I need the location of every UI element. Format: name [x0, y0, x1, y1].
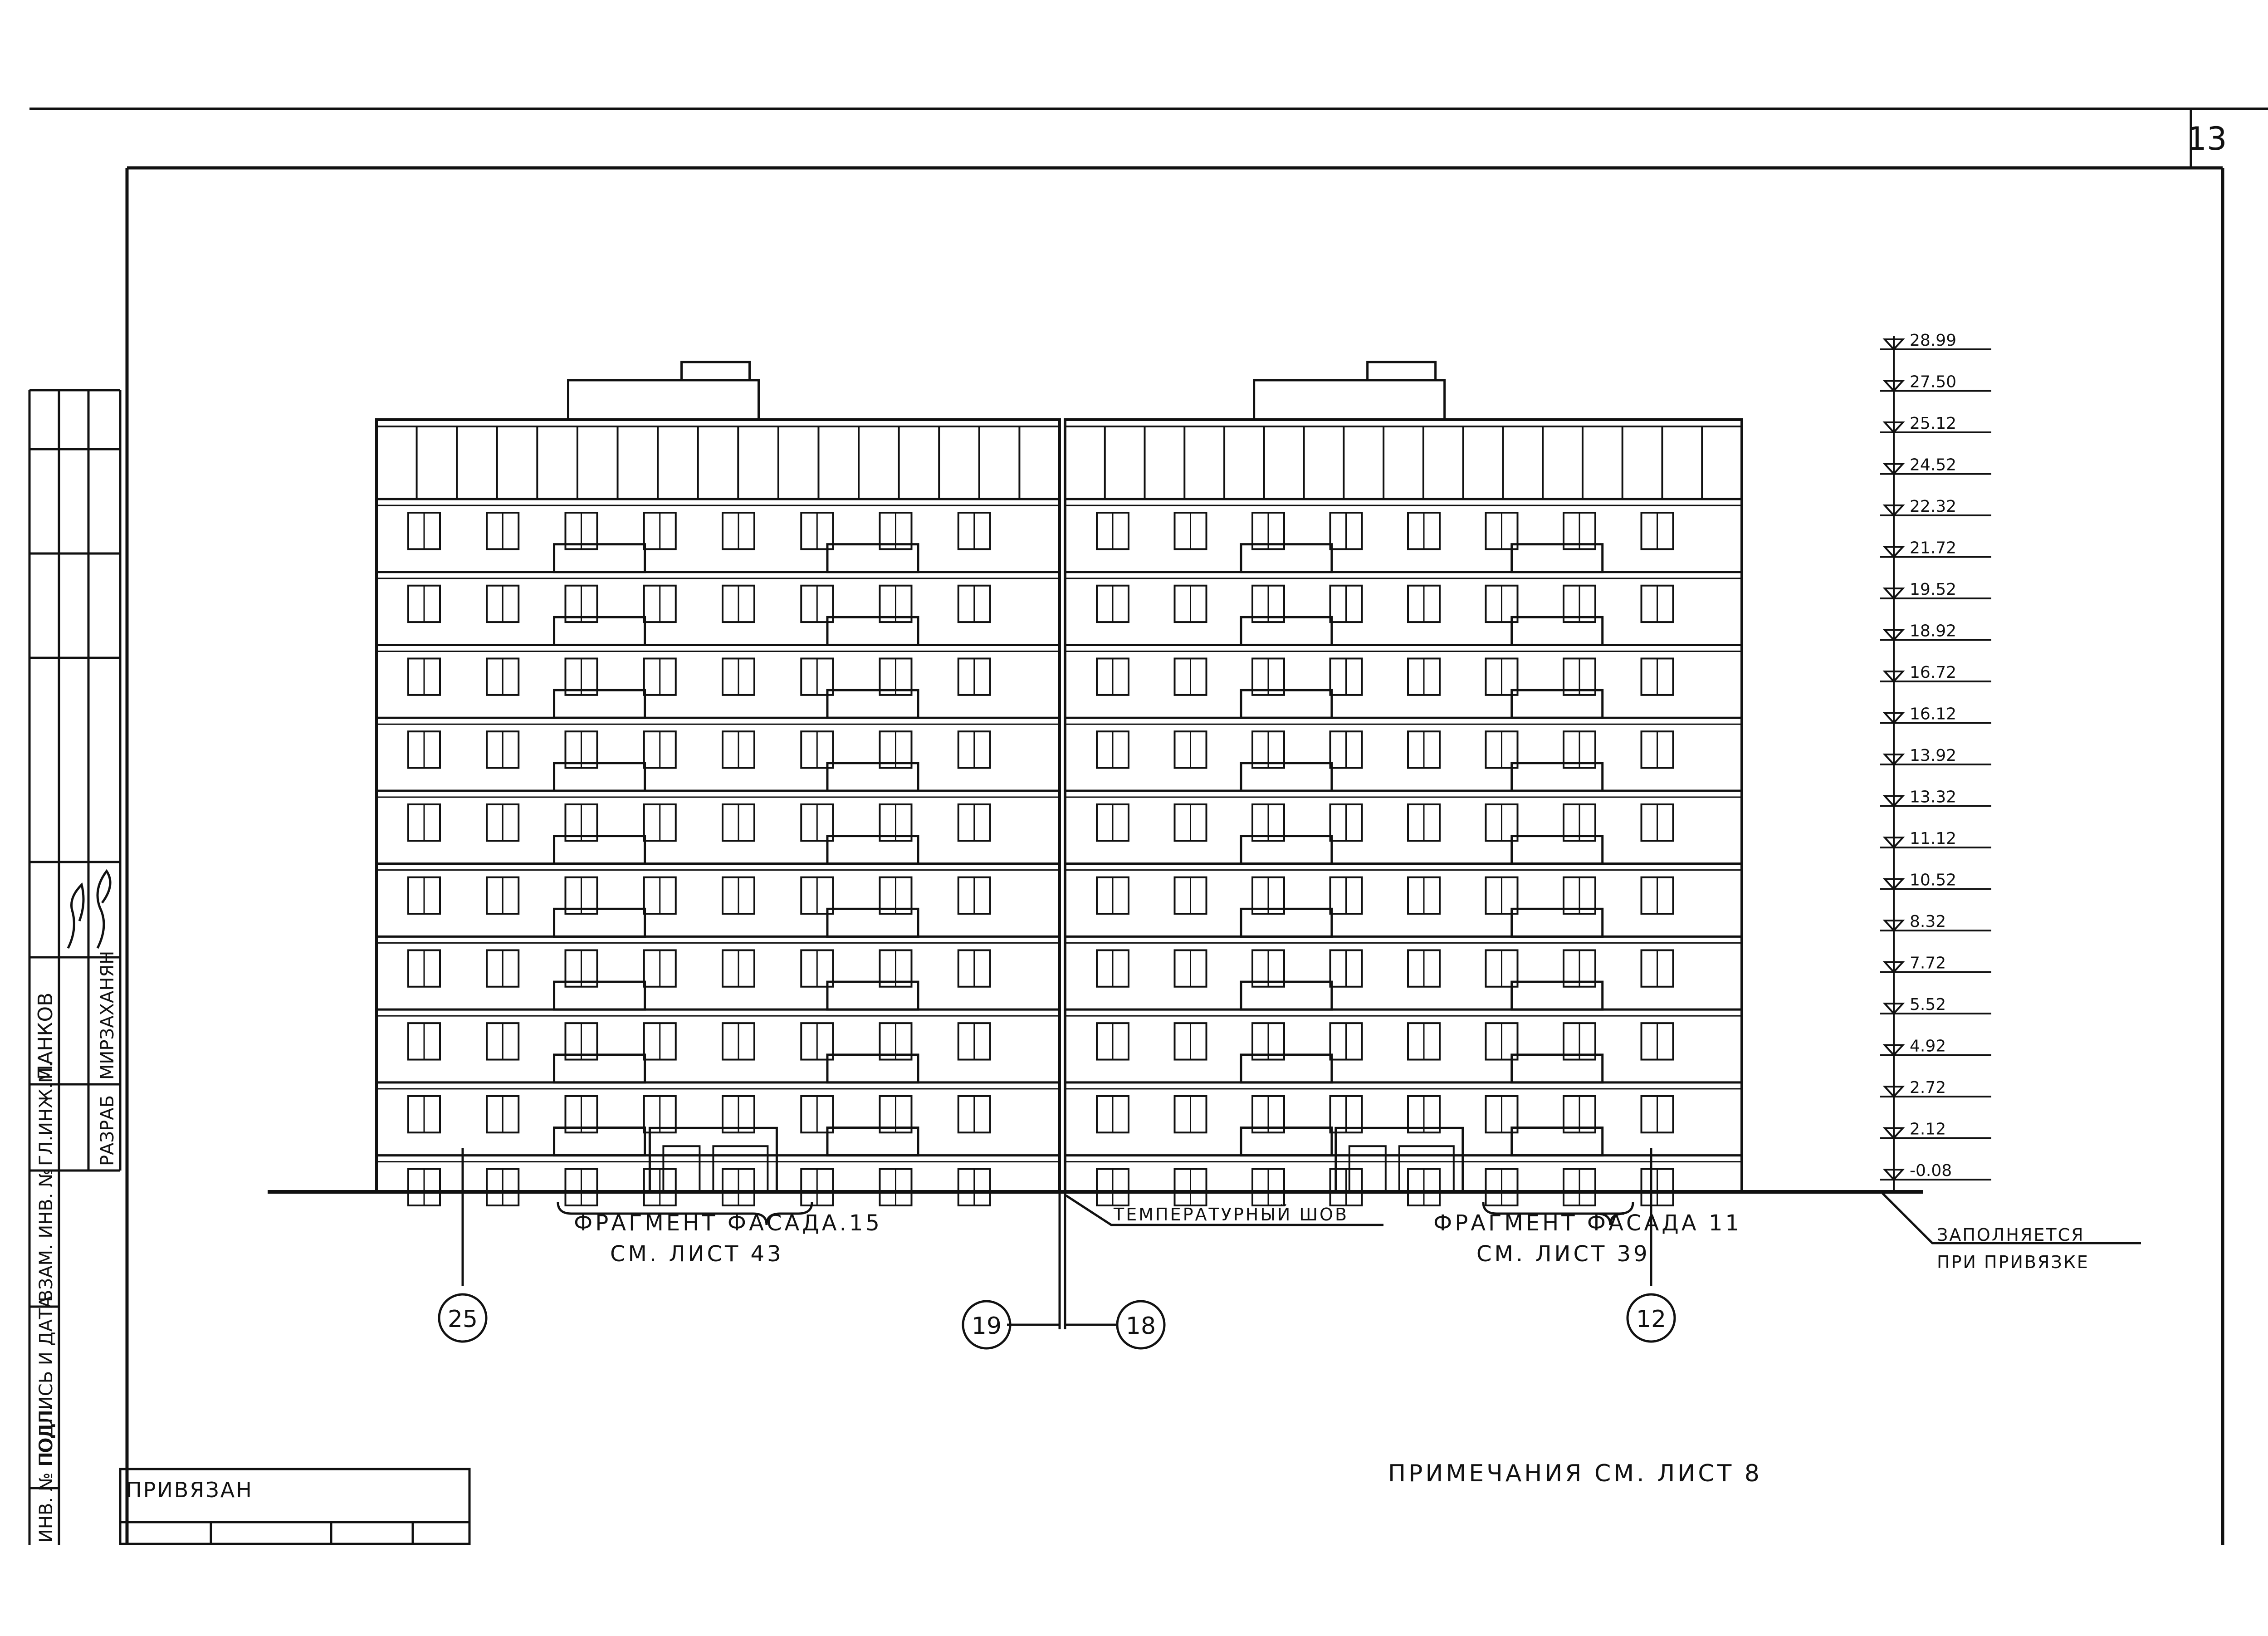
stamp-inv: ИНВ. № ПОДЛ.: [36, 1405, 57, 1543]
axis-markers: [438, 1293, 1676, 1350]
stamp-developer: РАЗРАБ: [97, 1095, 118, 1166]
roof-superstructure: [567, 379, 760, 421]
elevation-label: 5.52: [1910, 995, 1946, 1014]
elevation-label: 13.92: [1910, 746, 1956, 765]
signature-2: [96, 869, 112, 949]
title-block-tied: ПРИВЯЗАН: [126, 1478, 253, 1502]
axis-circle-25: [438, 1293, 488, 1343]
axis-label-25: 25: [448, 1306, 478, 1333]
elevation-label: 11.12: [1910, 829, 1956, 848]
roof-superstructure: [1253, 379, 1446, 421]
elevation-label: 2.72: [1910, 1078, 1946, 1097]
fragment-left-line2: СМ. ЛИСТ 43: [610, 1241, 784, 1267]
stamp-chief-eng: ГЛ.ИНЖ.М.: [36, 1062, 57, 1166]
notes-text: ПРИМЕЧАНИЯ СМ. ЛИСТ 8: [1388, 1460, 1762, 1487]
elevation-label: 19.52: [1910, 580, 1956, 599]
axis-label-18: 18: [1126, 1313, 1156, 1340]
elevation-label: 7.72: [1910, 954, 1946, 973]
title-block: [119, 1468, 471, 1545]
fragment-right-line1: ФРАГМЕНТ ФАСАДА 11: [1433, 1210, 1742, 1236]
facade-section-1: [375, 418, 1061, 1193]
facade-section-2: [1064, 418, 1743, 1193]
elevation-label: 16.72: [1910, 663, 1956, 682]
stamp-swap-inv: ВЗАМ. ИНВ. №: [36, 1168, 57, 1302]
elevation-label: 22.32: [1910, 497, 1956, 516]
elevation-label: 18.92: [1910, 622, 1956, 641]
elevation-scale: 28.99 27.50 25.12 24.52 22.32 21.72 19.52 18.92…: [1880, 331, 1991, 1193]
elevation-label: 13.32: [1910, 788, 1956, 807]
roof-vent: [680, 361, 751, 382]
sheet-number: 13: [2186, 120, 2227, 157]
elevation-label: 28.99: [1910, 331, 1956, 350]
elevation-label: 21.72: [1910, 539, 1956, 558]
elevation-label: 25.12: [1910, 414, 1956, 433]
elevation-label: 27.50: [1910, 373, 1956, 392]
elevation-label: 16.12: [1910, 705, 1956, 724]
joint-label: ТЕМПЕРАТУРНЫЙ ШОВ: [1113, 1205, 1349, 1225]
elevation-label: -0.08: [1910, 1161, 1952, 1180]
facade-elevation: [375, 361, 1743, 1207]
fragment-right-line2: СМ. ЛИСТ 39: [1476, 1241, 1650, 1267]
axis-circle-18: [1116, 1300, 1166, 1350]
fill-note-line2: ПРИ ПРИВЯЗКЕ: [1937, 1252, 2089, 1272]
axis-label-19: 19: [972, 1313, 1002, 1340]
elevation-label: 4.92: [1910, 1037, 1946, 1056]
stamp-chief-eng-name: ПАНКОВ: [34, 993, 57, 1080]
signature-1: [67, 882, 85, 949]
axis-circle-19: [962, 1300, 1012, 1350]
elevation-label: 24.52: [1910, 456, 1956, 475]
stamp-developer-name: МИРЗАХАНЯН: [97, 951, 118, 1080]
fragment-left-line1: ФРАГМЕНТ ФАСАДА.15: [574, 1210, 882, 1236]
axis-label-12: 12: [1636, 1306, 1666, 1333]
roof-vent: [1366, 361, 1437, 382]
callout-leaders: [461, 635, 2141, 1329]
side-stamp-grid: [28, 389, 122, 1545]
elevation-label: 10.52: [1910, 871, 1956, 890]
elevation-label: 2.12: [1910, 1120, 1946, 1139]
elevation-label: 8.32: [1910, 912, 1946, 931]
fill-note-line1: ЗАПОЛНЯЕТСЯ: [1937, 1225, 2085, 1245]
axis-circle-12: [1626, 1293, 1676, 1343]
stamp-sign-date: ПОДПИСЬ И ДАТА: [36, 1295, 57, 1465]
